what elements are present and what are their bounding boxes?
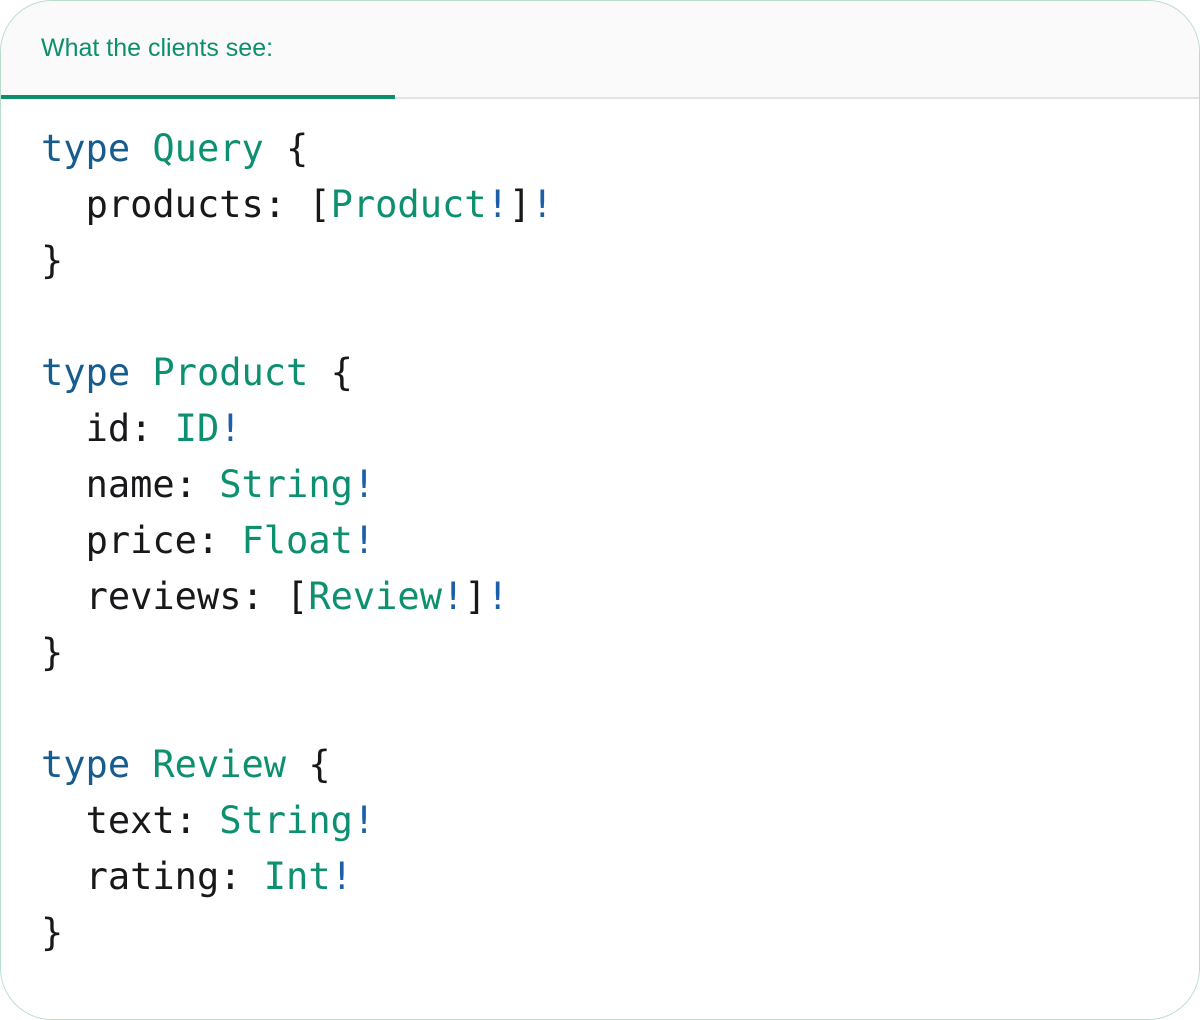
code-indent [41,855,86,898]
code-token: [ [308,183,331,226]
code-token: type [41,743,131,786]
code-token: Query [152,127,264,170]
code-token [130,127,152,170]
code-token: Product [330,183,487,226]
code-token: ! [531,183,554,226]
tab-what-the-clients-see[interactable]: What the clients see: [1,1,395,99]
code-token: ID [174,407,220,450]
code-token: [ [286,575,309,618]
code-indent [41,183,86,226]
code-token: Review [308,575,442,618]
code-indent [41,575,86,618]
code-token: Int [263,855,331,898]
code-token: ! [330,855,353,898]
code-token: text: [85,799,220,842]
code-token: price: [85,519,242,562]
code-token: Review [152,743,287,786]
code-token: ! [352,799,376,842]
code-token: { [263,127,309,170]
code-viewer: type Query { products: [Product!]! } typ… [1,99,1199,1019]
code-token: name: [85,463,220,506]
code-token: ! [219,407,242,450]
tab-strip: What the clients see: [1,1,1199,99]
code-token: ! [486,575,509,618]
code-token: { [308,351,353,394]
code-token: ! [352,519,376,562]
code-token: ] [464,575,487,618]
code-indent [41,407,86,450]
code-token: rating: [85,855,264,898]
code-token: products: [85,183,309,226]
code-token: Float [241,519,353,562]
code-indent [41,519,86,562]
code-token [130,351,152,394]
code-token [130,743,152,786]
code-token: { [286,743,331,786]
graphql-schema-code: type Query { products: [Product!]! } typ… [1,121,1199,961]
code-token: reviews: [85,575,287,618]
code-content: type Query { products: [Product!]! } typ… [41,127,553,954]
code-token: ! [486,183,509,226]
code-token: String [219,799,353,842]
code-token: } [41,911,64,954]
code-indent [41,463,86,506]
code-token: } [41,239,64,282]
code-indent [41,799,86,842]
code-token: type [41,351,131,394]
code-token: id: [85,407,175,450]
code-token: type [41,127,131,170]
code-token: String [219,463,353,506]
code-token: Product [152,351,309,394]
code-token: } [41,631,64,674]
code-token: ] [508,183,532,226]
code-token: ! [352,463,376,506]
code-token: ! [441,575,465,618]
